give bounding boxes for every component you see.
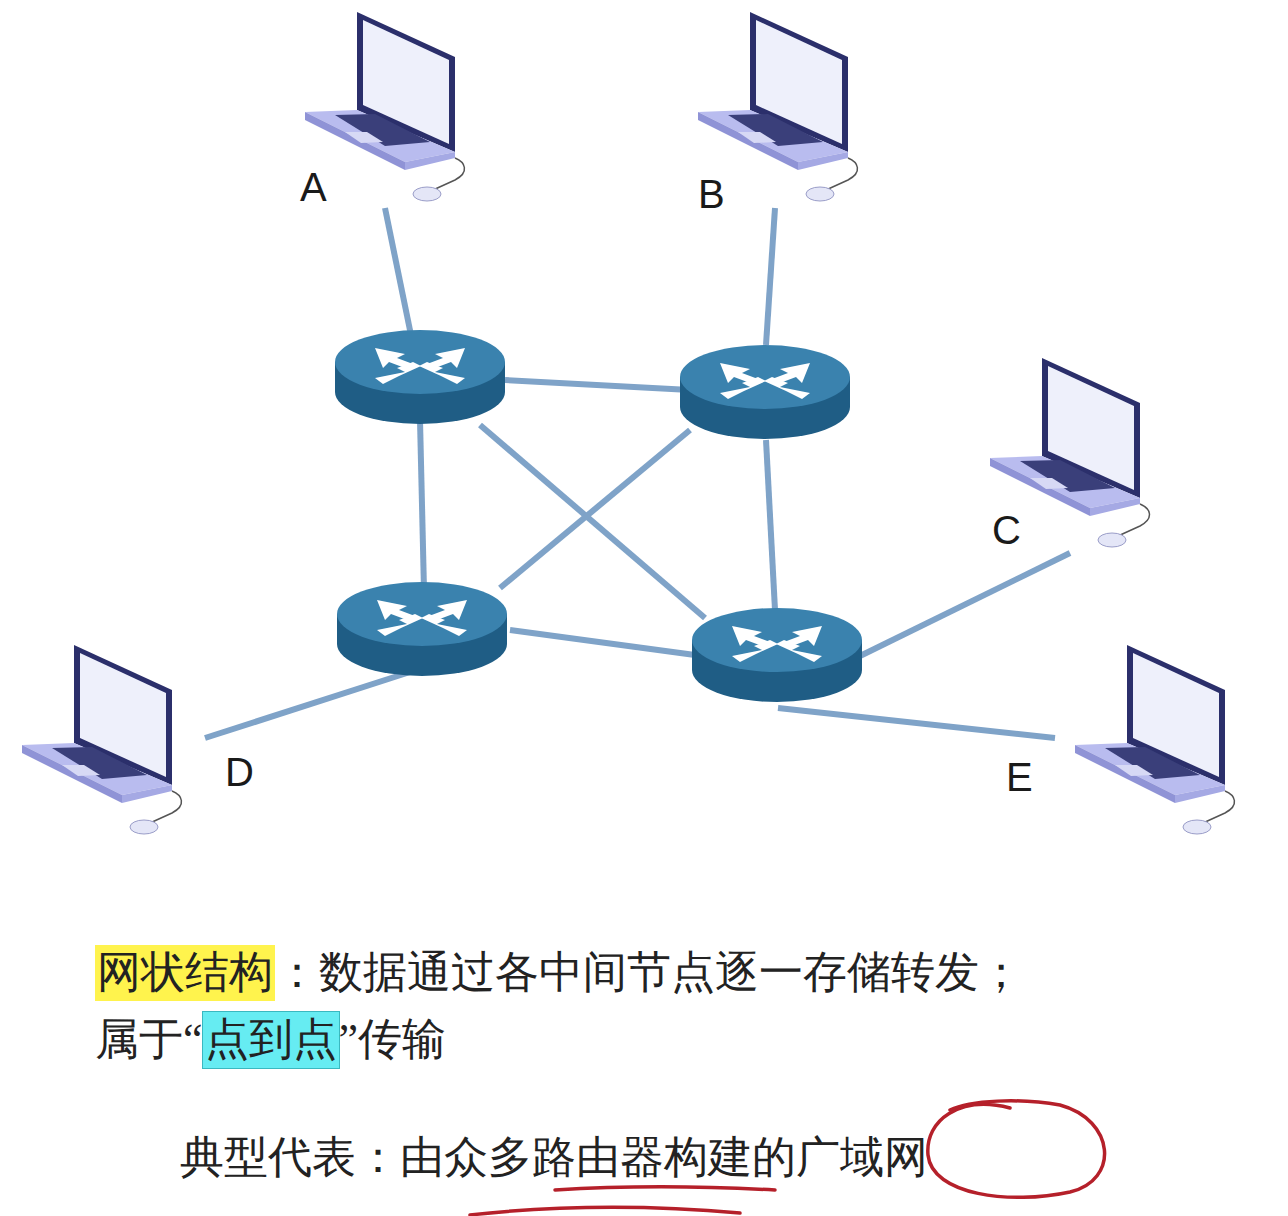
example-text: 典型代表：由众多路由器构建的广域网 <box>180 1130 928 1186</box>
text-row: 网状结构：数据通过各中间节点逐一存储转发； <box>95 945 1023 1001</box>
description-text: ”传输 <box>339 1012 447 1068</box>
description-text: ：数据通过各中间节点逐一存储转发； <box>275 945 1023 1001</box>
description-text: 属于“ <box>95 1012 203 1068</box>
host-label: C <box>992 508 1021 553</box>
host-label: D <box>225 750 254 795</box>
host-label: B <box>698 172 725 217</box>
text-row: 属于“点到点”传输 <box>95 1012 446 1068</box>
text-row: 典型代表：由众多路由器构建的广域网 <box>180 1130 928 1186</box>
host-label: A <box>300 165 327 210</box>
highlight-term: 网状结构 <box>95 945 275 1001</box>
host-label: E <box>1006 755 1033 800</box>
highlight-term: 点到点 <box>203 1012 339 1068</box>
